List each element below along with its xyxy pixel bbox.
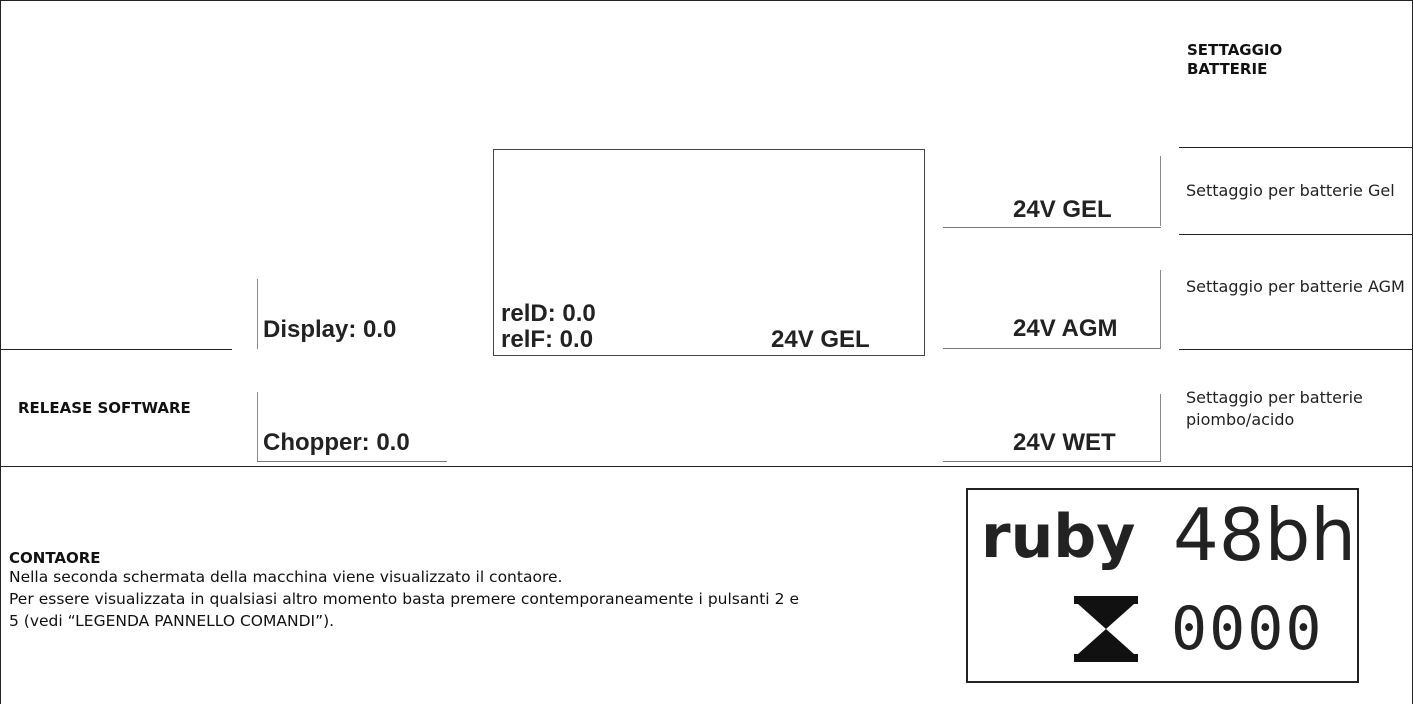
frame-top-border <box>0 0 1413 1</box>
callout-line-agm <box>943 348 1161 349</box>
lcd-screen-hourcounter: ruby 48bh 0000 <box>966 488 1359 683</box>
hourglass-icon <box>1074 596 1138 662</box>
callout-line-gel <box>943 227 1161 228</box>
callout-line-chopper <box>257 461 447 462</box>
lcd-hours-value: 0000 <box>1171 594 1324 664</box>
section-divider <box>0 466 1413 467</box>
contaore-text-line1: Nella seconda schermata della macchina v… <box>9 568 563 586</box>
callout-tick-gel <box>1160 156 1161 226</box>
contaore-heading: CONTAORE <box>9 549 101 567</box>
lcd-battery-label: 24V GEL <box>771 326 870 353</box>
contaore-text-line2: Per essere visualizzata in qualsiasi alt… <box>9 590 799 630</box>
battery-panel-divider-3 <box>1179 349 1413 350</box>
battery-option-wet: 24V WET <box>1013 429 1116 456</box>
callout-line-wet <box>943 461 1161 462</box>
release-software-underline <box>0 349 232 350</box>
lcd-relf-label: relF: 0.0 <box>501 326 594 353</box>
battery-description-agm: Settaggio per batterie AGM <box>1186 277 1405 296</box>
lcd-screen-release: relD: 0.0 relF: 0.0 24V GEL <box>493 149 925 356</box>
lcd-model-name: ruby <box>981 502 1136 572</box>
frame-left-border <box>0 0 1 704</box>
release-software-label: RELEASE SOFTWARE <box>18 399 191 417</box>
battery-description-gel: Settaggio per batterie Gel <box>1186 181 1395 200</box>
lcd-model-number: 48bh <box>1173 493 1356 577</box>
display-version-label: Display: 0.0 <box>263 316 397 343</box>
chopper-version-label: Chopper: 0.0 <box>263 429 410 456</box>
battery-option-agm: 24V AGM <box>1013 315 1118 342</box>
callout-tick-agm <box>1160 270 1161 348</box>
battery-option-gel: 24V GEL <box>1013 196 1112 223</box>
battery-panel-title: SETTAGGIO BATTERIE <box>1187 41 1283 78</box>
battery-panel-divider-1 <box>1179 147 1413 148</box>
lcd-reld-label: relD: 0.0 <box>501 300 596 327</box>
callout-tick-wet <box>1160 394 1161 461</box>
callout-tick-chopper <box>257 392 258 461</box>
callout-tick-display <box>257 279 258 349</box>
battery-description-wet: Settaggio per batterie piombo/acido <box>1186 388 1363 429</box>
battery-panel-divider-2 <box>1179 234 1413 235</box>
